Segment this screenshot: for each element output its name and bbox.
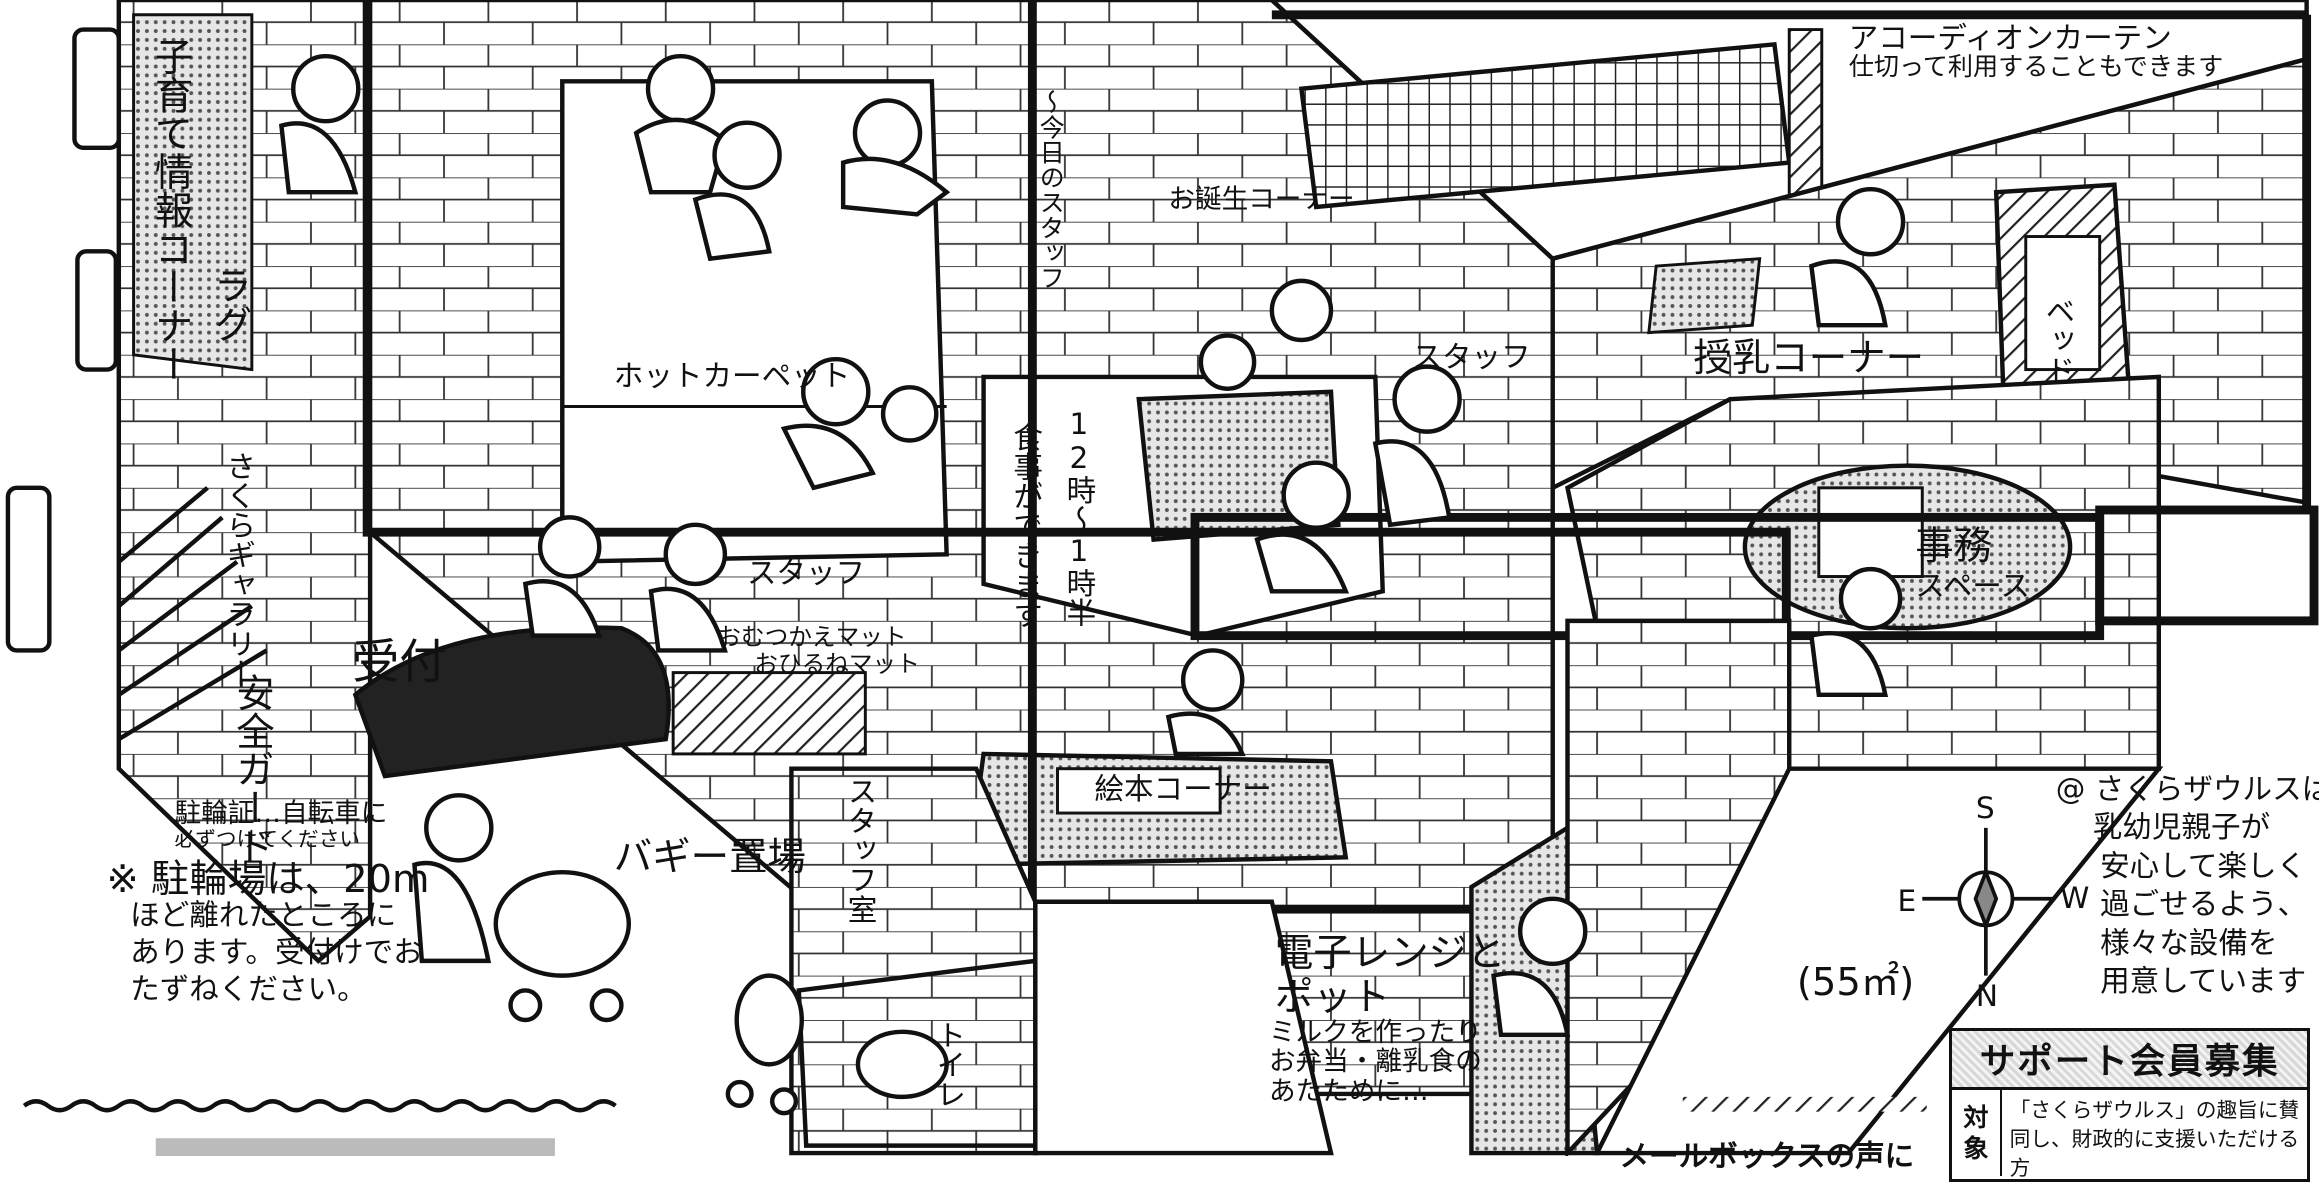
support-member-box: サポート会員募集 対 象 「さくらザウルス」の趣旨に賛同し、財政的に支援いただけ… <box>1949 1027 2311 1182</box>
label-nap-mat: おひるねマット <box>754 649 920 678</box>
floor-plan-illustration <box>5 0 2319 1156</box>
label-sakura-2: 乳幼児親子が <box>2092 810 2271 845</box>
label-milk-3: あたために… <box>1268 1075 1429 1107</box>
label-sakura-gallery: さくらギャラリー <box>221 451 256 688</box>
label-meal-time: 12時〜1時半 <box>1061 406 1096 627</box>
wall-signs <box>5 27 122 653</box>
label-hot-carpet: ホットカーペット <box>613 359 851 394</box>
compass-north-label: N <box>1975 979 1998 1014</box>
support-member-title: サポート会員募集 <box>1952 1030 2308 1091</box>
label-parking-1: ※ 駐輪場は、20m <box>106 856 430 902</box>
label-todays-staff: 〜今日のスタッフ <box>1036 88 1066 290</box>
lower-floor <box>789 618 2164 1156</box>
label-parking-2: ほど離れたところに <box>130 897 397 932</box>
compass-west-label: W <box>2060 881 2090 916</box>
label-sakura-4: 過ごせるよう、 <box>2100 887 2308 922</box>
label-picture-book-corner: 絵本コーナー <box>1094 772 1272 806</box>
picture-book-corner <box>966 751 1349 868</box>
label-milk-1: ミルクを作ったり <box>1268 1016 1482 1048</box>
kitchen-area <box>1268 0 2309 262</box>
label-bed: ベッド <box>2040 295 2075 385</box>
label-meal-ok: 食事ができます <box>1008 421 1043 629</box>
label-sakura-3: 安心して楽しく <box>2100 848 2307 883</box>
label-parking-3: あります。受付けでお <box>130 934 423 969</box>
label-safety-guard: 安全ガード <box>229 672 275 866</box>
buggy-illustration <box>493 869 804 1116</box>
label-area-size: (55㎡) <box>1796 960 1915 1006</box>
label-diaper-mat: おむつかえマット <box>717 623 907 652</box>
label-staff-2: スタッフ <box>1412 340 1531 375</box>
label-kosodate-corner: 子育て情報コーナー <box>148 36 194 384</box>
label-nursing-corner: 授乳コーナー <box>1693 336 1925 382</box>
label-bike-permit-note: 必ずつけてください <box>174 827 361 852</box>
label-accordion-curtain: アコーディオンカーテン <box>1848 20 2172 55</box>
label-staff-1: スタッフ <box>746 556 866 591</box>
label-office-2: スペース <box>1915 569 2030 604</box>
label-pot: ポット <box>1274 975 1391 1021</box>
label-microwave: 電子レンジと <box>1274 930 1506 976</box>
label-buggy-area: バギー置場 <box>613 834 806 880</box>
label-staff-room: スタッフ室 <box>843 776 877 925</box>
support-target-label: 対 象 <box>1952 1090 2002 1176</box>
label-milk-2: お弁当・離乳食の <box>1268 1046 1482 1078</box>
reception-desk <box>352 625 867 779</box>
label-office-1: 事務 <box>1915 524 1993 570</box>
label-accordion-note: 仕切って利用することもできます <box>1848 52 2224 82</box>
people-figures <box>279 53 1906 1037</box>
compass-east-label: E <box>1897 884 1917 919</box>
label-parking-4: たずねください。 <box>130 971 367 1006</box>
barcode-strip <box>1682 1096 1927 1112</box>
label-sakura-6: 用意しています <box>2100 964 2307 999</box>
label-birthday-corner: お誕生コーナー <box>1168 183 1355 215</box>
left-wall <box>116 0 373 964</box>
label-rug: ラグ <box>207 266 253 344</box>
label-reception: 受付 <box>351 634 447 690</box>
bottom-left-shaded-block <box>155 1138 555 1156</box>
wave-divider <box>22 1099 617 1113</box>
support-target-text: 「さくらザウルス」の趣旨に賛同し、財政的に支援いただける方 <box>2009 1098 2300 1181</box>
label-sakura-1: @ さくらザウルスは、 <box>2055 772 2319 806</box>
label-toilet: トイレ <box>931 1020 966 1110</box>
compass <box>1922 827 2056 976</box>
bike-rack <box>117 486 268 742</box>
label-bike-permit: 駐輪証…自転車に <box>174 797 388 829</box>
label-sakura-5: 様々な設備を <box>2100 925 2278 960</box>
compass-south-label: S <box>1975 791 1995 826</box>
